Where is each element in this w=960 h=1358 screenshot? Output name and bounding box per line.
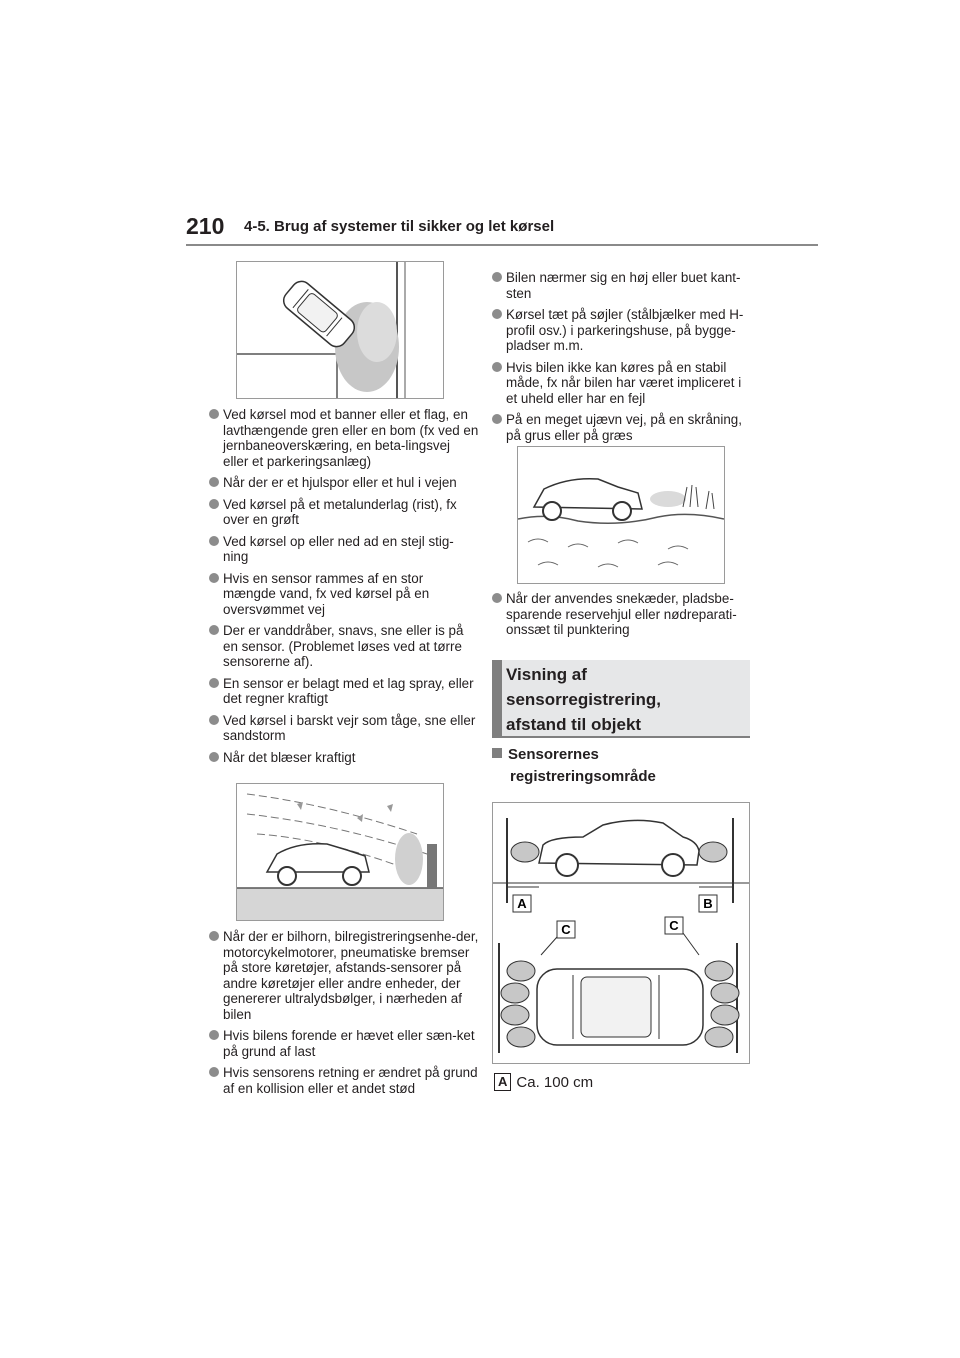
figure-car-rough-road	[517, 446, 725, 584]
square-bullet-icon	[492, 748, 502, 758]
bullet-icon	[209, 535, 219, 546]
bullet-icon	[209, 498, 219, 509]
bullet-icon	[209, 409, 219, 419]
list-item: Når det blæser kraftigt	[209, 750, 479, 766]
section-title: 4-5. Brug af systemer til sikker og let …	[244, 218, 555, 235]
page-header: 210 4-5. Brug af systemer til sikker og …	[186, 208, 818, 248]
diagram-label-c2: C	[669, 918, 679, 933]
list-item: Der er vanddråber, snavs, sne eller is p…	[209, 623, 479, 670]
figure-car-corner	[236, 261, 444, 399]
diagram-note: A Ca. 100 cm	[494, 1073, 593, 1091]
heading-line: sensorregistrering,	[506, 690, 661, 709]
note-text: Ca. 100 cm	[516, 1073, 594, 1091]
bullet-icon	[492, 414, 502, 424]
list-item: På en meget ujævn vej, på en skråning, p…	[492, 412, 754, 443]
bullet-icon	[209, 677, 219, 688]
figure-car-wind	[236, 783, 444, 921]
heading-line: Visning af	[506, 665, 587, 684]
list-item: Når der anvendes snekæder, pladsbe-spare…	[492, 591, 754, 638]
diagram-label-a: A	[517, 896, 527, 911]
list-item: Ved kørsel op eller ned ad en stejl stig…	[209, 534, 479, 565]
list-item: Når der er bilhorn, bilregistreringsenhe…	[209, 929, 479, 1022]
list-item: Hvis en sensor rammes af en stor mængde …	[209, 571, 479, 618]
list-item: Ved kørsel mod et banner eller et flag, …	[209, 407, 479, 469]
bullet-icon	[492, 272, 502, 282]
diagram-label-c1: C	[561, 922, 571, 937]
header-rule	[186, 244, 818, 246]
subheading: Sensorernes registreringsområde	[492, 744, 752, 788]
list-item: Hvis bilens forende er hævet eller sæn-k…	[209, 1028, 479, 1059]
left-bullets-a: Ved kørsel mod et banner eller et flag, …	[209, 407, 479, 771]
bullet-icon	[492, 309, 502, 319]
heading-line: afstand til objekt	[506, 715, 642, 734]
list-item: Hvis sensorens retning er ændret på grun…	[209, 1065, 479, 1096]
bullet-icon	[492, 361, 502, 372]
bullet-icon	[492, 593, 502, 603]
bullet-icon	[209, 714, 219, 725]
bullet-icon	[209, 751, 219, 762]
diagram-label-b: B	[703, 896, 712, 911]
bullet-icon	[209, 477, 219, 487]
list-item: En sensor er belagt med et lag spray, el…	[209, 676, 479, 707]
note-letter: A	[494, 1073, 512, 1091]
list-item: Når der er et hjulspor eller et hul i ve…	[209, 475, 479, 491]
bullet-icon	[209, 572, 219, 583]
section-heading: Visning af sensorregistrering, afstand t…	[492, 660, 750, 738]
right-bullets-a: Bilen nærmer sig en høj eller buet kant-…	[492, 270, 754, 449]
figure-sensor-range: A B C C	[492, 802, 750, 1064]
list-item: Ved kørsel i barskt vejr som tåge, sne e…	[209, 713, 479, 744]
list-item: Hvis bilen ikke kan køres på en stabil m…	[492, 360, 754, 407]
list-item: Kørsel tæt på søjler (stålbjælker med H-…	[492, 307, 754, 354]
list-item: Bilen nærmer sig en høj eller buet kant-…	[492, 270, 754, 301]
right-bullets-b: Når der anvendes snekæder, pladsbe-spare…	[492, 591, 754, 644]
bullet-icon	[209, 625, 219, 635]
bullet-icon	[209, 1030, 219, 1040]
page-number: 210	[186, 213, 225, 239]
bullet-icon	[209, 931, 219, 941]
list-item: Ved kørsel på et metalunderlag (rist), f…	[209, 497, 479, 528]
bullet-icon	[209, 1067, 219, 1077]
left-bullets-b: Når der er bilhorn, bilregistreringsenhe…	[209, 929, 479, 1102]
